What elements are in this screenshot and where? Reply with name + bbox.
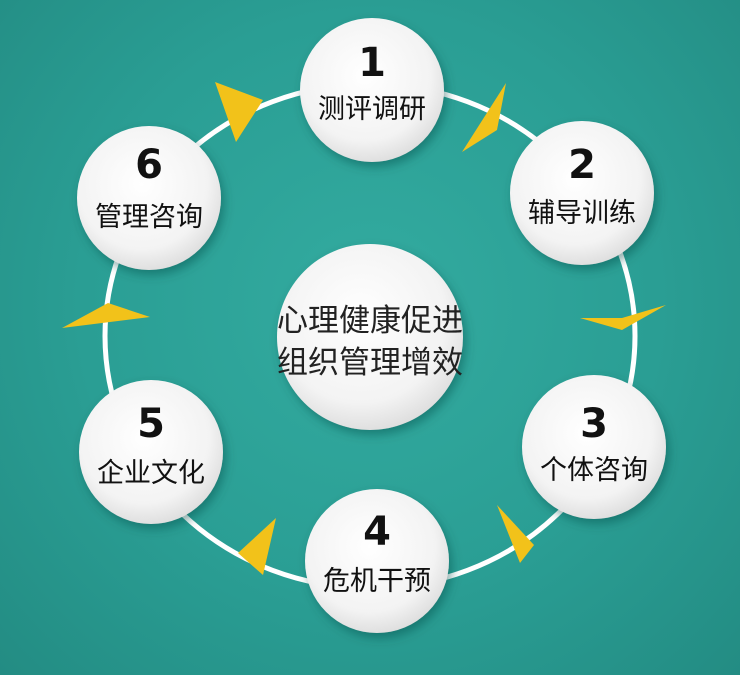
arrow-icon (62, 303, 150, 328)
center-circle: 心理健康促进 组织管理增效 (277, 244, 463, 430)
arrow-icon (580, 305, 666, 330)
node-number: 3 (580, 401, 608, 447)
node-number: 5 (137, 401, 165, 447)
node-2: 2 辅导训练 (510, 121, 654, 265)
node-number: 4 (363, 509, 391, 555)
node-6: 6 管理咨询 (77, 126, 221, 270)
node-label: 辅导训练 (528, 198, 636, 229)
node-4: 4 危机干预 (305, 489, 449, 633)
node-label: 管理咨询 (95, 202, 203, 233)
node-number: 6 (135, 142, 163, 188)
node-label: 企业文化 (97, 458, 205, 489)
node-5: 5 企业文化 (79, 380, 223, 524)
cycle-arrows (62, 82, 666, 575)
node-label: 测评调研 (318, 94, 426, 125)
node-1: 1 测评调研 (300, 18, 444, 162)
center-line-1: 心理健康促进 (277, 303, 463, 339)
arrow-icon (497, 505, 534, 563)
arrow-icon (215, 82, 263, 142)
node-3: 3 个体咨询 (522, 375, 666, 519)
center-line-2: 组织管理增效 (277, 345, 463, 381)
arrow-icon (238, 518, 276, 575)
node-number: 2 (568, 142, 596, 188)
node-label: 个体咨询 (540, 455, 648, 486)
node-number: 1 (358, 40, 386, 86)
arrow-icon (462, 83, 506, 152)
node-label: 危机干预 (323, 566, 431, 597)
